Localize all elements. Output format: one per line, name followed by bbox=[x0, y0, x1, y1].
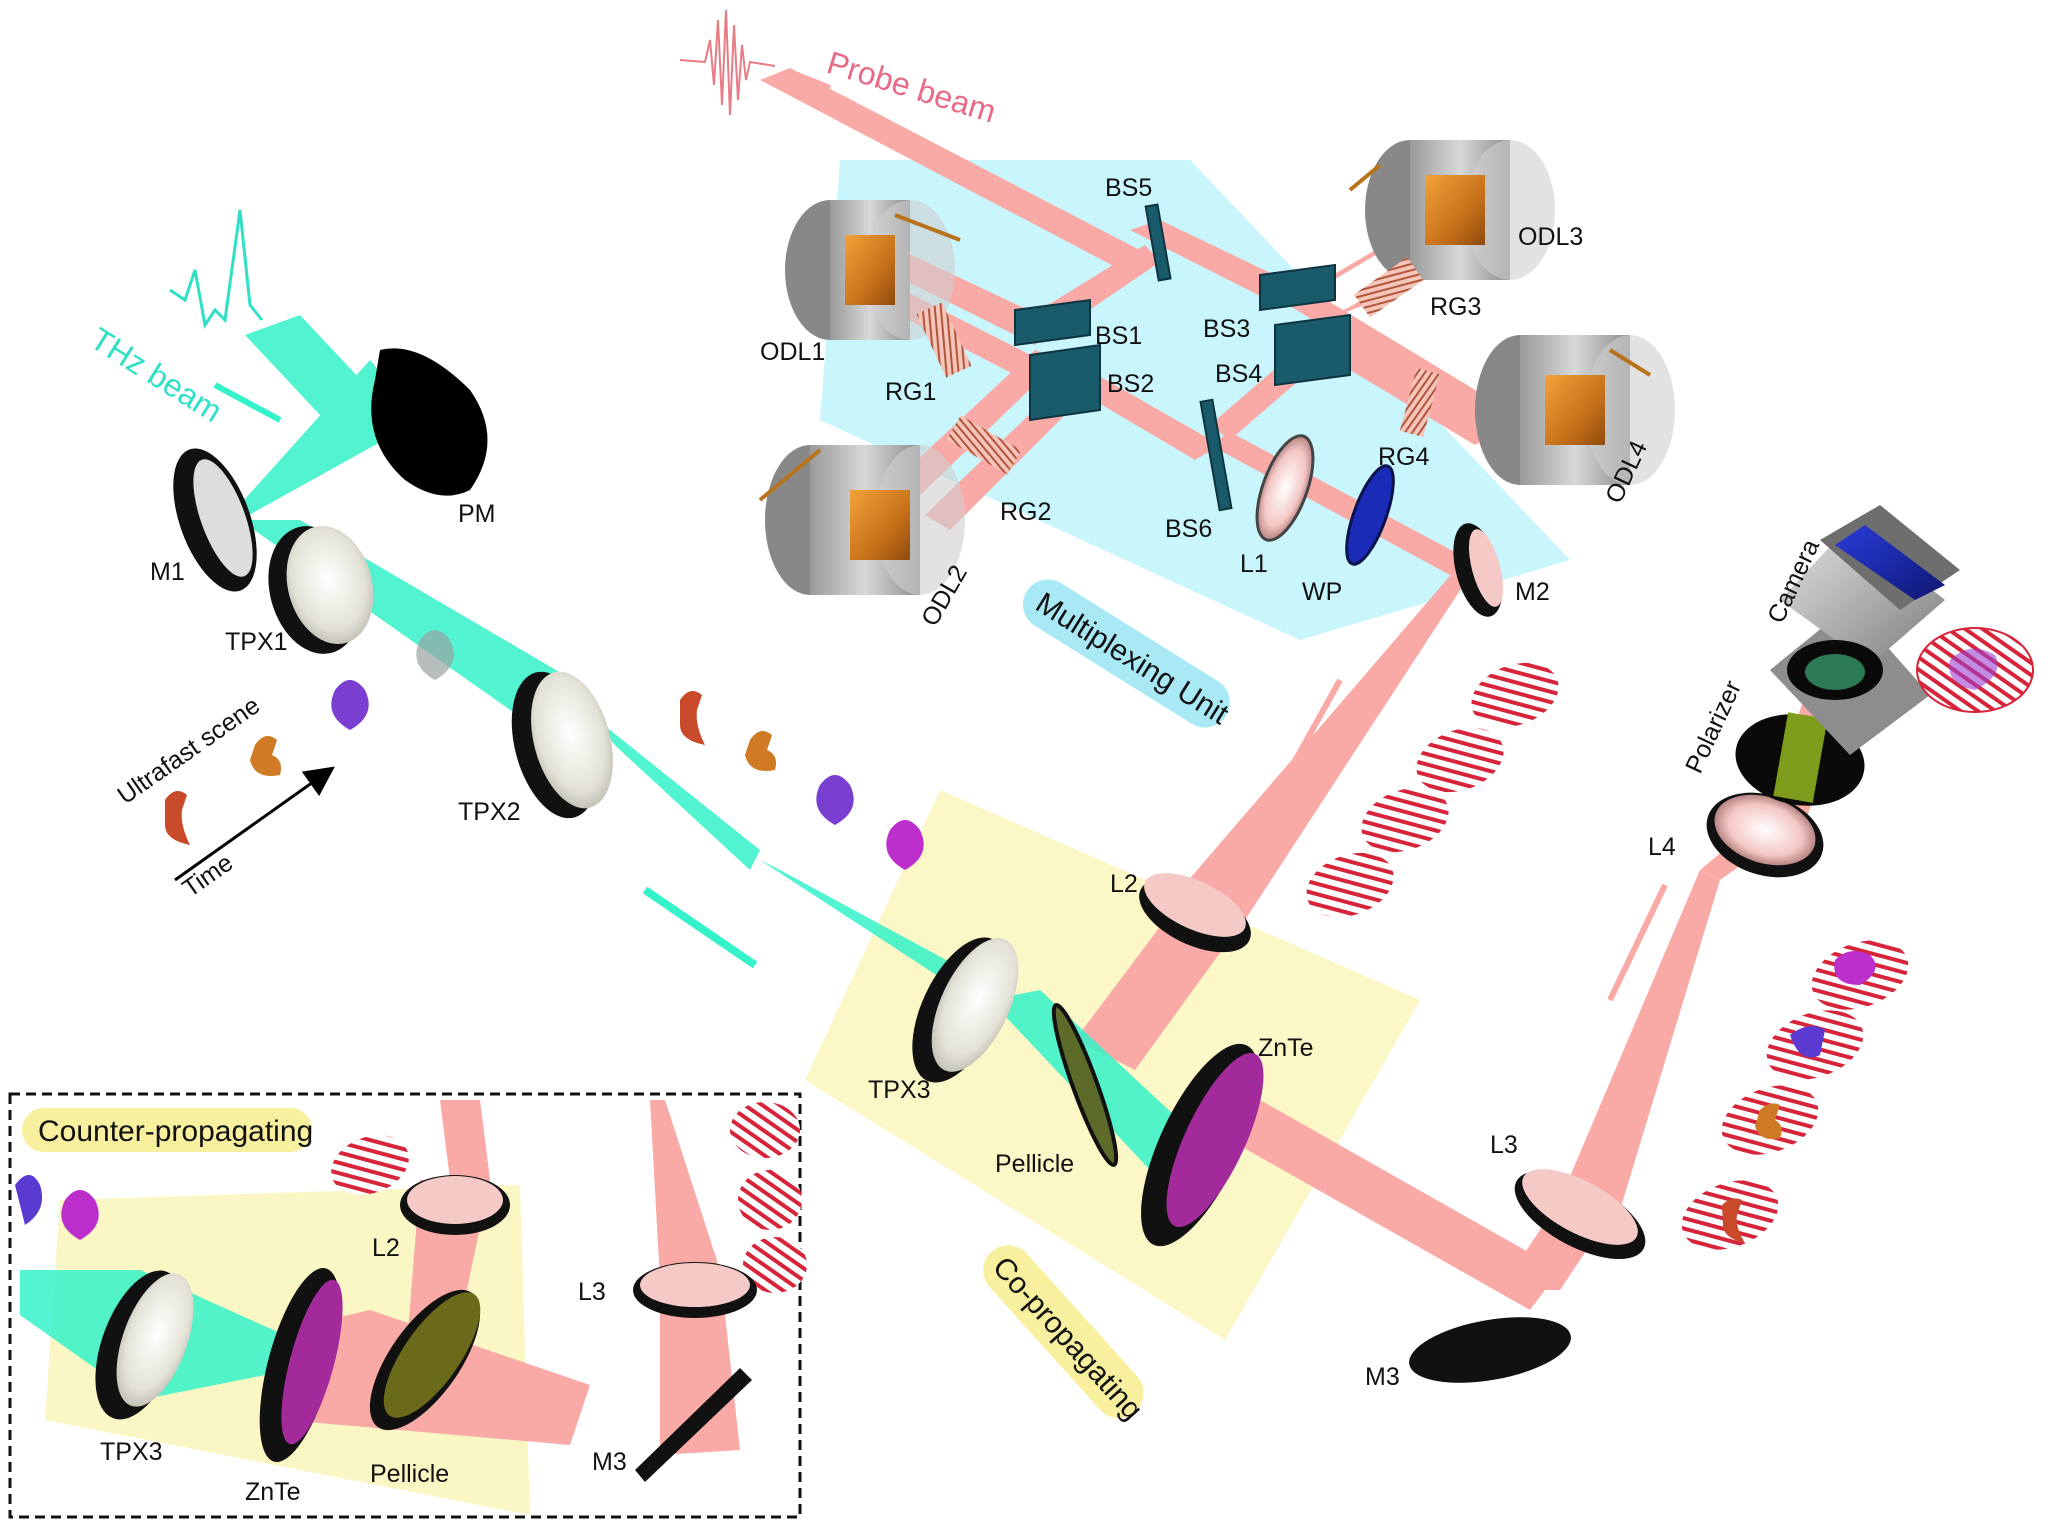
bs5 bbox=[1144, 203, 1172, 282]
ultrafast-scene-objects bbox=[165, 630, 924, 870]
bs2-label: BS2 bbox=[1107, 370, 1154, 398]
odl1 bbox=[785, 200, 955, 340]
odl3 bbox=[1365, 140, 1555, 280]
bs2 bbox=[1029, 343, 1101, 422]
parabolic-mirror bbox=[371, 348, 488, 496]
tpx1-label: TPX1 bbox=[225, 628, 288, 656]
inset-l3-label: L3 bbox=[578, 1278, 606, 1306]
probe-pulse-waveform bbox=[679, 9, 776, 116]
lens-tpx1 bbox=[268, 526, 374, 654]
svg-text:Multiplexing Unit: Multiplexing Unit bbox=[1030, 586, 1235, 731]
znte-label: ZnTe bbox=[1258, 1034, 1314, 1062]
bs1 bbox=[1014, 298, 1091, 347]
pellicle-label: Pellicle bbox=[995, 1150, 1074, 1178]
svg-text:Counter-propagating: Counter-propagating bbox=[38, 1115, 313, 1148]
odl3-label: ODL3 bbox=[1518, 223, 1583, 251]
bs1-label: BS1 bbox=[1095, 322, 1142, 350]
odl4 bbox=[1475, 335, 1675, 485]
counter-propagating-inset bbox=[8, 1092, 807, 1519]
crystal-znte bbox=[1141, 1043, 1264, 1247]
inset-znte-label: ZnTe bbox=[245, 1478, 301, 1506]
camera bbox=[1770, 505, 1960, 755]
l3-label: L3 bbox=[1490, 1131, 1518, 1159]
odl-translation-arrows bbox=[758, 163, 1652, 502]
inset-pellicle-label: Pellicle bbox=[370, 1460, 449, 1488]
waveplate-wp bbox=[1345, 464, 1395, 566]
thz-pulse-waveform bbox=[169, 209, 264, 329]
l2-label: L2 bbox=[1110, 870, 1138, 898]
probe-direction-arrow bbox=[788, 69, 832, 91]
thz-direction-arrow-2 bbox=[642, 886, 758, 969]
rg2-label: RG2 bbox=[1000, 498, 1051, 526]
probe-direction-arrow-2 bbox=[1287, 678, 1343, 772]
m2-label: M2 bbox=[1515, 578, 1550, 606]
lens-l3 bbox=[1514, 1169, 1646, 1260]
thz-direction-arrow bbox=[213, 382, 282, 423]
lens-tpx3 bbox=[912, 937, 1019, 1083]
tpx2-label: TPX2 bbox=[458, 798, 521, 826]
pellicle bbox=[1051, 1003, 1119, 1167]
inset-title-tag: Counter-propagating bbox=[22, 1108, 313, 1152]
lens-l2 bbox=[1139, 873, 1251, 953]
l1-label: L1 bbox=[1240, 550, 1268, 578]
grating-rg4 bbox=[1399, 367, 1440, 437]
inset-l2-label: L2 bbox=[372, 1234, 400, 1262]
bs4 bbox=[1274, 313, 1351, 387]
grating-rg3 bbox=[1353, 257, 1424, 318]
mirror-m1 bbox=[173, 448, 257, 592]
lens-l4 bbox=[1706, 792, 1824, 878]
inset-m3-label: M3 bbox=[592, 1448, 627, 1476]
odl2 bbox=[765, 445, 965, 595]
bs5-label: BS5 bbox=[1105, 174, 1152, 202]
mirror-m3 bbox=[1409, 1317, 1571, 1383]
inset-tpx3-label: TPX3 bbox=[100, 1438, 163, 1466]
pm-label: PM bbox=[458, 500, 496, 528]
rg3-label: RG3 bbox=[1430, 293, 1481, 321]
mirror-m2 bbox=[1453, 523, 1504, 617]
beam-splitters bbox=[1014, 203, 1351, 512]
time-axis bbox=[174, 766, 335, 882]
bs6-label: BS6 bbox=[1165, 515, 1212, 543]
m1-label: M1 bbox=[150, 558, 185, 586]
l4-label: L4 bbox=[1648, 833, 1676, 861]
grating-rg1 bbox=[916, 302, 972, 378]
polarizer bbox=[1735, 712, 1865, 806]
camera-image-overlay bbox=[1949, 648, 1998, 690]
rg1-label: RG1 bbox=[885, 378, 936, 406]
bs3 bbox=[1259, 263, 1336, 312]
thz-beam-label: THz beam bbox=[84, 320, 228, 429]
tpx3-label: TPX3 bbox=[868, 1076, 931, 1104]
bs3-label: BS3 bbox=[1203, 315, 1250, 343]
ultrafast-scene-label: Ultrafast scene bbox=[112, 691, 265, 810]
bs4-label: BS4 bbox=[1215, 360, 1262, 388]
bs6 bbox=[1199, 398, 1233, 512]
odl1-label: ODL1 bbox=[760, 338, 825, 366]
lens-l1 bbox=[1255, 434, 1315, 542]
m3-label: M3 bbox=[1365, 1363, 1400, 1391]
wp-label: WP bbox=[1302, 578, 1342, 606]
lens-tpx2 bbox=[511, 671, 613, 819]
probe-direction-arrow-3 bbox=[1607, 883, 1668, 1002]
grating-rg2 bbox=[946, 415, 1022, 475]
multiplexed-gratings-patterns bbox=[1306, 662, 1909, 1250]
